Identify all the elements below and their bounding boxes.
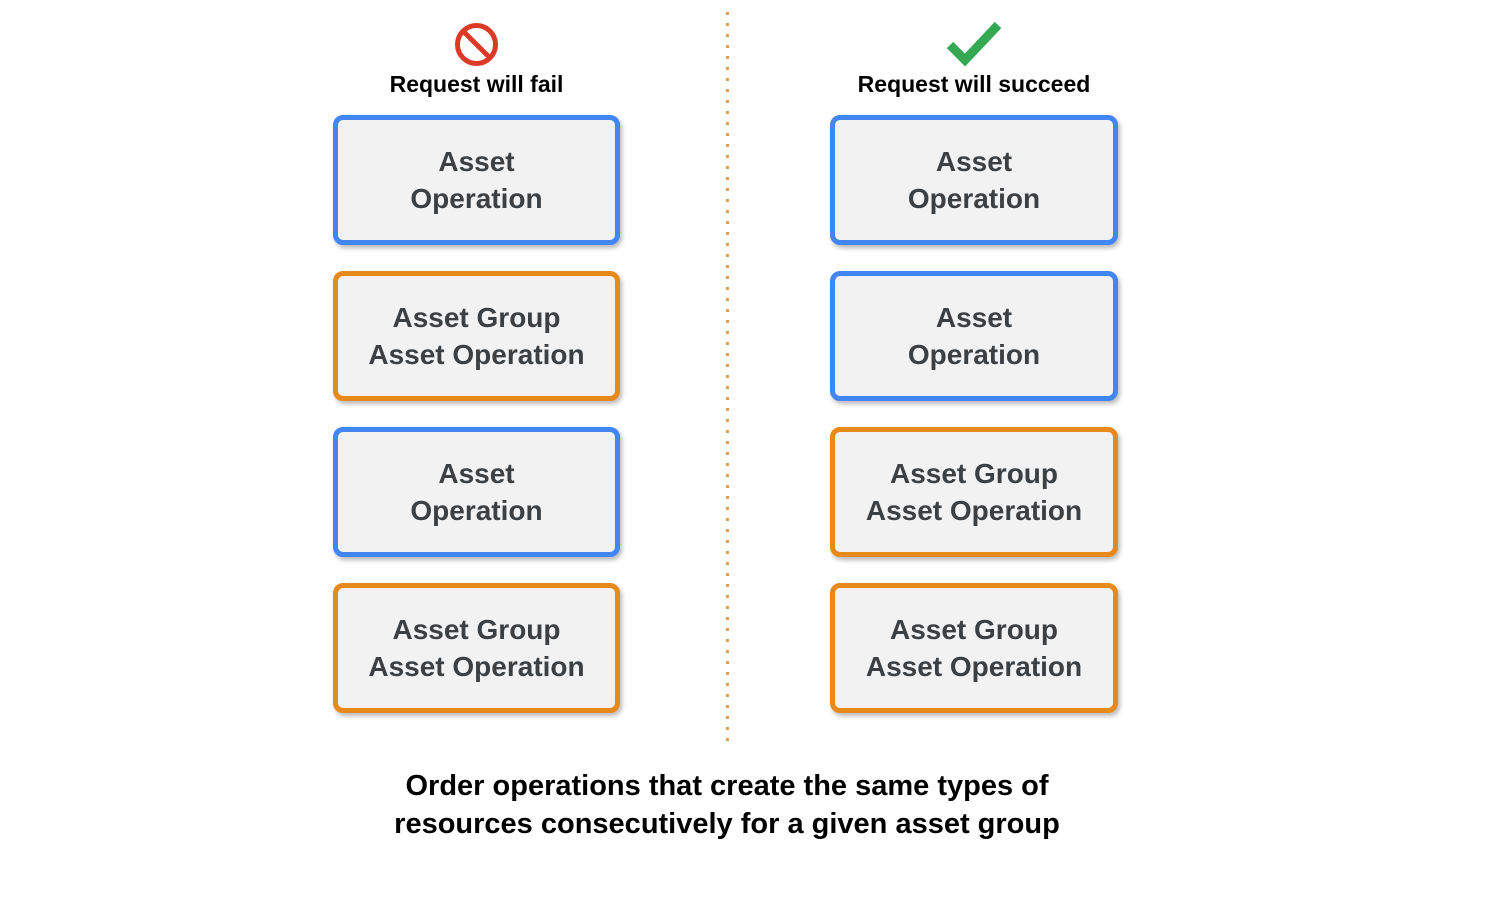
box-asset-operation: Asset Operation (830, 271, 1118, 401)
box-label-line: Asset Operation (368, 339, 585, 370)
box-label-line: Asset Group (889, 458, 1059, 489)
box-label-line: Asset Operation (865, 651, 1083, 682)
box-label-line: Asset Group (392, 302, 561, 333)
caption: Order operations that create the same ty… (327, 767, 1127, 843)
box-label-line: Asset Group (889, 614, 1059, 645)
box-label-line: Operation (410, 495, 543, 526)
checkmark-icon-svg (946, 21, 1002, 67)
fail-column-title: Request will fail (389, 71, 564, 97)
succeed-column: Request will succeed Asset Operation Ass… (830, 0, 1118, 713)
succeed-column-title: Request will succeed (857, 71, 1091, 97)
box-label-line: Asset (935, 146, 1013, 177)
box-label-line: Asset Operation (865, 495, 1083, 526)
box-asset-operation: Asset Operation (333, 427, 620, 557)
box-label-line: Asset (438, 458, 515, 489)
box-label-line: Operation (907, 339, 1041, 370)
box-label-line: Asset Group (392, 614, 561, 645)
box-label-line: Operation (410, 183, 543, 214)
box-asset-group-asset-operation: Asset Group Asset Operation (333, 583, 620, 713)
box-asset-group-asset-operation: Asset Group Asset Operation (830, 427, 1118, 557)
box-asset-operation: Asset Operation (830, 115, 1118, 245)
caption-line: resources consecutively for a given asse… (394, 808, 1060, 840)
box-asset-group-asset-operation: Asset Group Asset Operation (830, 583, 1118, 713)
caption-line: Order operations that create the same ty… (405, 770, 1049, 802)
box-asset-operation: Asset Operation (333, 115, 620, 245)
fail-column: Request will fail Asset Operation Asset … (333, 0, 620, 713)
dotted-divider (726, 12, 729, 741)
box-label-line: Asset Operation (368, 651, 585, 682)
prohibition-icon (454, 21, 499, 67)
box-label-line: Operation (907, 183, 1041, 214)
box-asset-group-asset-operation: Asset Group Asset Operation (333, 271, 620, 401)
box-label-line: Asset (935, 302, 1013, 333)
prohibition-icon-svg (455, 22, 498, 66)
box-label-line: Asset (438, 146, 515, 177)
checkmark-icon (945, 21, 1003, 67)
